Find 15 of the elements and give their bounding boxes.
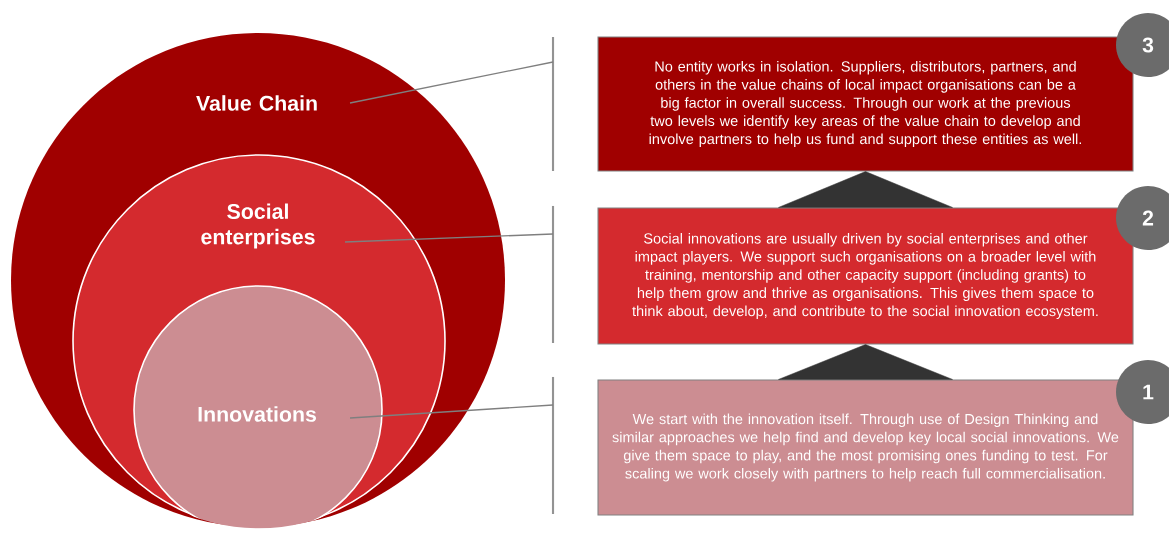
triangle-arrow <box>778 344 953 380</box>
bracket-bar <box>551 205 555 343</box>
leader-line <box>349 404 554 419</box>
number-badge: 1 <box>1116 360 1169 424</box>
text-box: No entity works in isolation. Suppliers, distributors, partners, and others in the value chains of local impact organisations can be a big factor in overall success. Through our work at the previous two levels we identify key areas of the value chain to develop and involve partners to help us fund and support these entities as well. <box>597 36 1134 172</box>
number-badge: 3 <box>1116 13 1169 77</box>
bracket-bar <box>551 37 555 171</box>
text-box: We start with the innovation itself. Through use of Design Thinking and similar approaches we help find and develop key local social innovations. We give them space to play, and the most promising ones funding to test. For scaling we work closely with partners to help reach full commercialisation. <box>597 379 1134 516</box>
bracket-bar <box>551 376 555 514</box>
triangle-arrow <box>778 171 953 208</box>
text-box: Social innovations are usually driven by social enterprises and other impact players. We support such organisations on a broader level with training, mentorship and other capacity support (including grants) to help them grow and thrive as organisations. This gives them space to think about, develop, and contribute to the social innovation ecosystem. <box>597 207 1134 345</box>
circle-layer: Innovations <box>133 285 383 529</box>
leader-line <box>349 61 554 104</box>
leader-line <box>344 233 554 243</box>
number-badge: 2 <box>1116 186 1169 250</box>
